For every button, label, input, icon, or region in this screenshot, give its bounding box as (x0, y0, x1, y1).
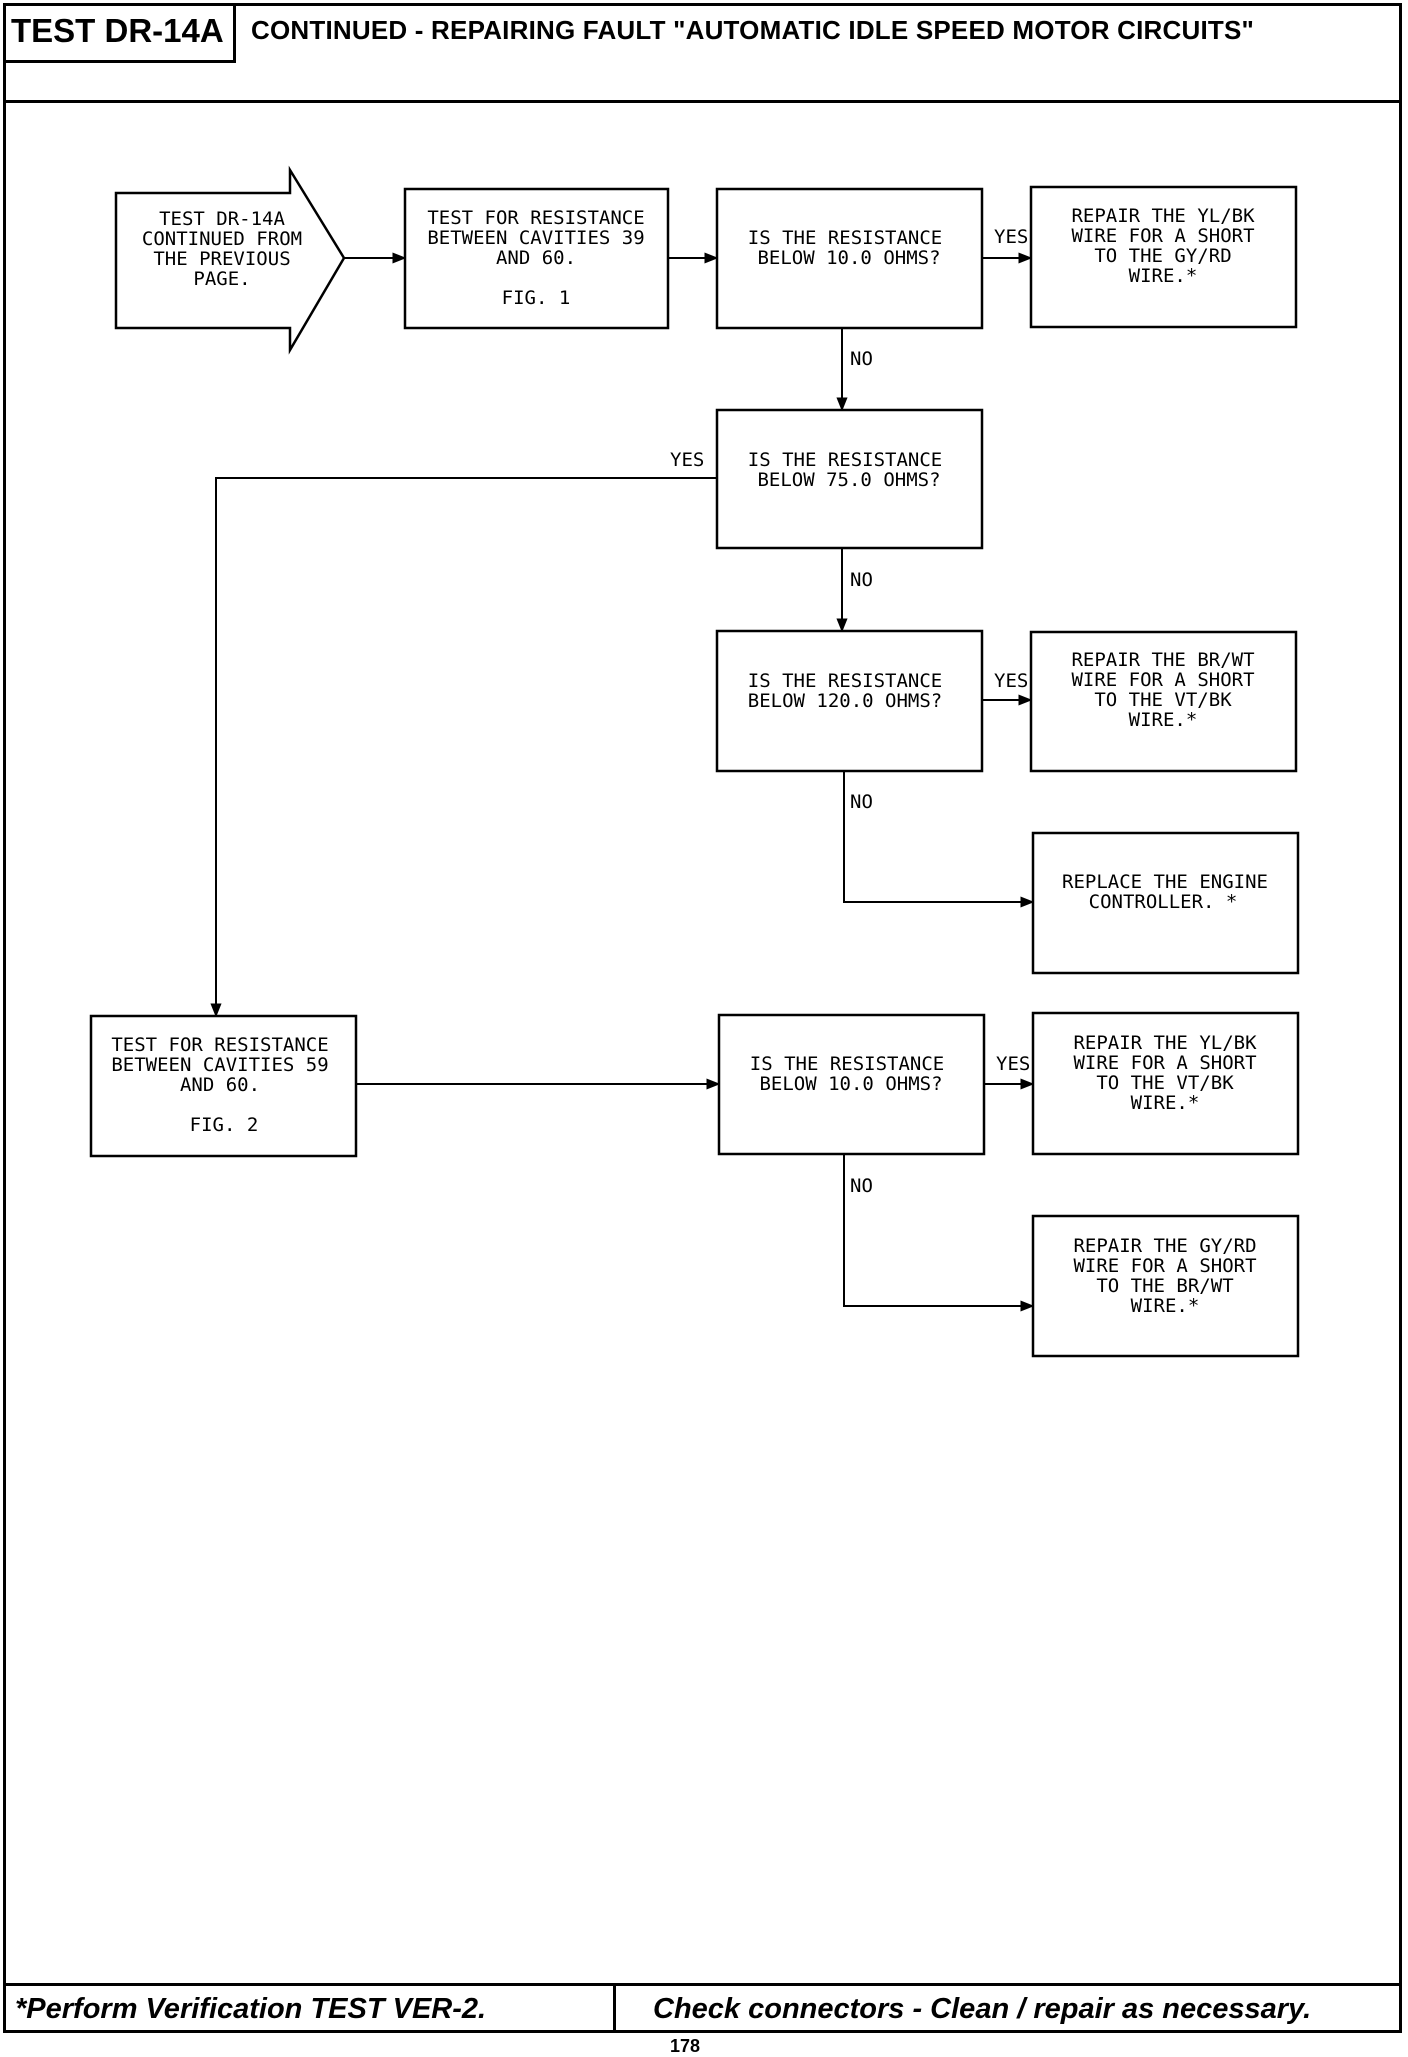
page-frame (3, 3, 1402, 2033)
replace-line-1: REPLACE THE ENGINE (1062, 871, 1268, 893)
test-fig1-line-2: BETWEEN CAVITIES 39 (427, 227, 644, 249)
test-id: TEST DR-14A (3, 3, 236, 63)
q4-no-label: NO (850, 1175, 873, 1197)
test-fig2-line-5: FIG. 2 (190, 1114, 259, 1136)
q3-line-2: BELOW 120.0 OHMS? (748, 690, 942, 712)
page-number: 178 (670, 2036, 701, 2056)
replace-line-2: CONTROLLER. * (1089, 891, 1238, 913)
repair3-line-2: WIRE FOR A SHORT (1073, 1052, 1256, 1074)
q3-yes-label: YES (994, 670, 1028, 692)
question-4-node: IS THE RESISTANCE BELOW 10.0 OHMS? (717, 1013, 986, 1156)
q1-no-label: NO (850, 348, 873, 370)
start-line-1: TEST DR-14A (159, 208, 285, 230)
q3-line-1: IS THE RESISTANCE (748, 670, 942, 692)
q4-yes-label: YES (996, 1053, 1030, 1075)
repair4-line-1: REPAIR THE GY/RD (1073, 1235, 1256, 1257)
q1-line-1: IS THE RESISTANCE (748, 227, 942, 249)
page-title: CONTINUED - REPAIRING FAULT "AUTOMATIC I… (251, 15, 1255, 45)
header: TEST DR-14A CONTINUED - REPAIRING FAULT … (3, 3, 1402, 103)
footer: *Perform Verification TEST VER-2. Check … (3, 1983, 1402, 2033)
question-3-node: IS THE RESISTANCE BELOW 120.0 OHMS? (715, 629, 984, 773)
start-line-4: PAGE. (193, 268, 250, 290)
question-1-node: IS THE RESISTANCE BELOW 10.0 OHMS? (715, 187, 984, 330)
repair3-line-1: REPAIR THE YL/BK (1073, 1032, 1257, 1054)
q2-yes-label: YES (670, 449, 704, 471)
start-node: TEST DR-14A CONTINUED FROM THE PREVIOUS … (114, 165, 346, 355)
replace-controller-node: REPLACE THE ENGINE CONTROLLER. * (1031, 831, 1300, 975)
repair3-line-4: WIRE.* (1131, 1092, 1200, 1114)
repair1-line-3: TO THE GY/RD (1094, 245, 1231, 267)
q4-line-1: IS THE RESISTANCE (750, 1053, 944, 1075)
test-fig1-line-3: AND 60. (496, 247, 576, 269)
q2-line-2: BELOW 75.0 OHMS? (757, 469, 940, 491)
edge-q4-no (843, 1154, 1035, 1312)
test-fig2-line-3: AND 60. (180, 1074, 260, 1096)
test-fig2-line-1: TEST FOR RESISTANCE (111, 1034, 328, 1056)
question-2-node: IS THE RESISTANCE BELOW 75.0 OHMS? (715, 408, 984, 550)
repair4-line-3: TO THE BR/WT (1096, 1275, 1233, 1297)
repair3-line-3: TO THE VT/BK (1096, 1072, 1234, 1094)
start-line-3: THE PREVIOUS (153, 248, 290, 270)
repair-1-node: REPAIR THE YL/BK WIRE FOR A SHORT TO THE… (1029, 185, 1298, 329)
footer-verification-note: *Perform Verification TEST VER-2. (15, 1993, 487, 2025)
q3-no-label: NO (850, 791, 873, 813)
footer-connectors-note: Check connectors - Clean / repair as nec… (653, 1993, 1312, 2025)
q4-line-2: BELOW 10.0 OHMS? (759, 1073, 942, 1095)
repair4-line-4: WIRE.* (1131, 1295, 1200, 1317)
edge-q3-no (843, 771, 1035, 908)
connectors (210, 252, 1035, 1312)
edge-q2-yes (210, 477, 717, 1018)
test-fig1-node: TEST FOR RESISTANCE BETWEEN CAVITIES 39 … (403, 187, 670, 330)
footer-divider (613, 1986, 616, 2033)
repair-3-node: REPAIR THE YL/BK WIRE FOR A SHORT TO THE… (1031, 1011, 1300, 1156)
repair4-line-2: WIRE FOR A SHORT (1073, 1255, 1256, 1277)
repair2-line-3: TO THE VT/BK (1094, 689, 1232, 711)
test-fig2-line-2: BETWEEN CAVITIES 59 (111, 1054, 328, 1076)
q1-line-2: BELOW 10.0 OHMS? (757, 247, 940, 269)
repair1-line-4: WIRE.* (1129, 265, 1198, 287)
repair2-line-1: REPAIR THE BR/WT (1071, 649, 1254, 671)
repair1-line-1: REPAIR THE YL/BK (1071, 205, 1255, 227)
repair1-line-2: WIRE FOR A SHORT (1071, 225, 1254, 247)
repair-2-node: REPAIR THE BR/WT WIRE FOR A SHORT TO THE… (1029, 630, 1298, 773)
test-fig1-line-5: FIG. 1 (502, 287, 571, 309)
start-line-2: CONTINUED FROM (142, 228, 302, 250)
repair2-line-2: WIRE FOR A SHORT (1071, 669, 1254, 691)
q1-yes-label: YES (994, 226, 1028, 248)
test-fig2-node: TEST FOR RESISTANCE BETWEEN CAVITIES 59 … (89, 1014, 358, 1158)
q2-line-1: IS THE RESISTANCE (748, 449, 942, 471)
repair-4-node: REPAIR THE GY/RD WIRE FOR A SHORT TO THE… (1031, 1214, 1300, 1358)
test-fig1-line-1: TEST FOR RESISTANCE (427, 207, 644, 229)
repair2-line-4: WIRE.* (1129, 709, 1198, 731)
q2-no-label: NO (850, 569, 873, 591)
